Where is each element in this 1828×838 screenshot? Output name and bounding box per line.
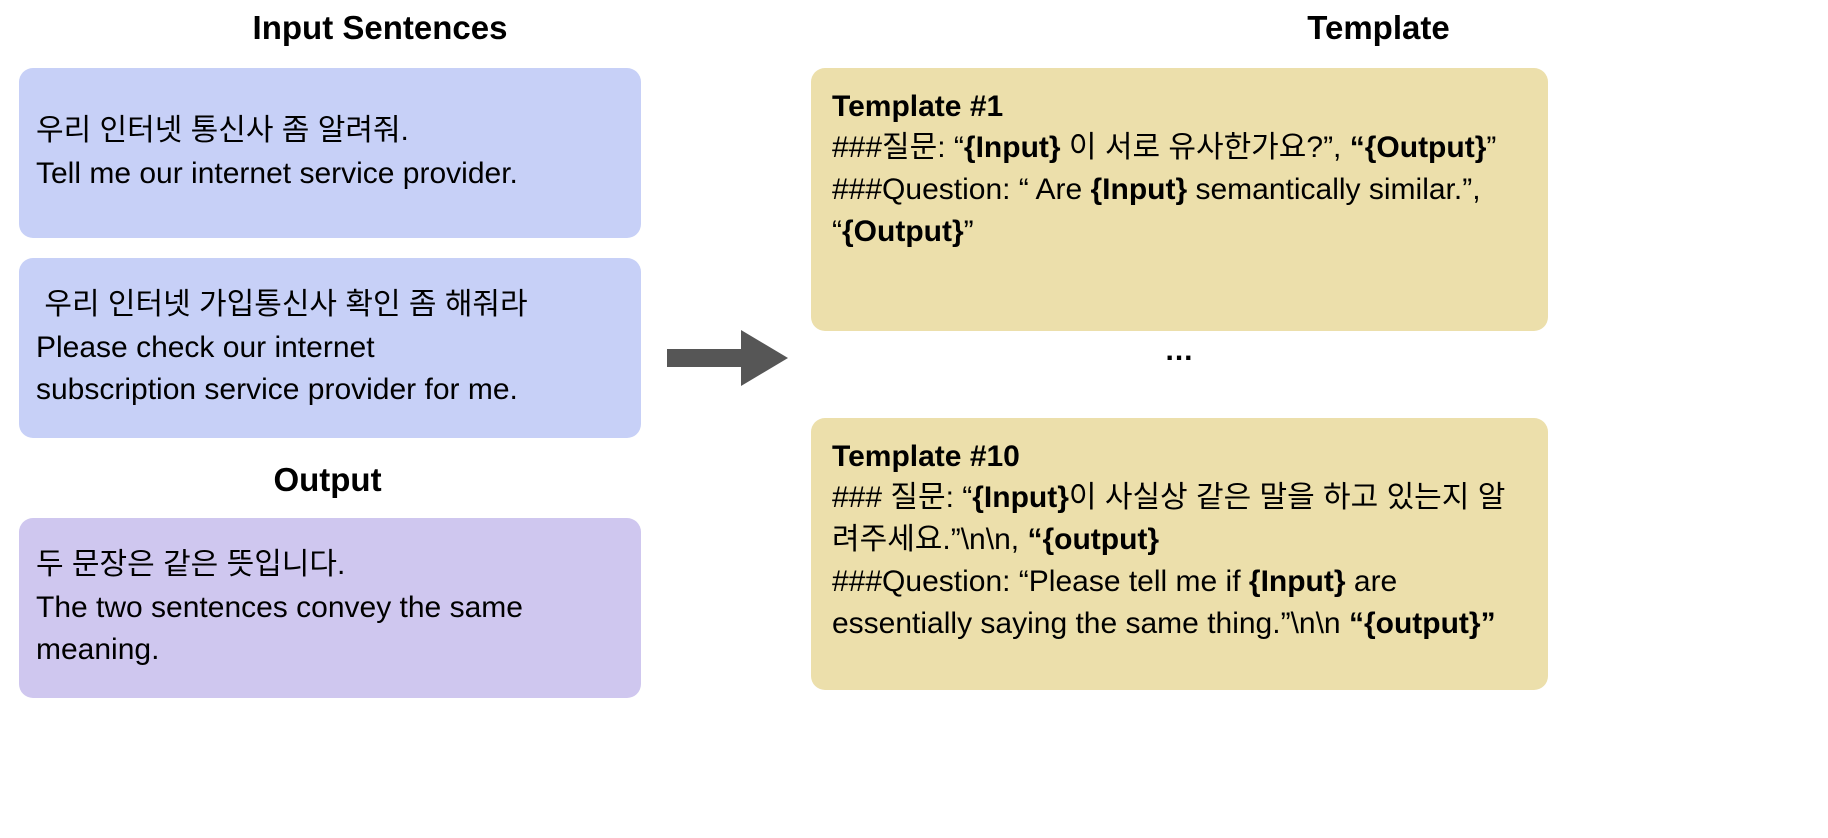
- input-sentence-card-2: 우리 인터넷 가입통신사 확인 좀 해줘라 Please check our i…: [19, 258, 641, 438]
- template-10-line-english: ###Question: “Please tell me if {Input} …: [832, 565, 1496, 641]
- template-10-line-korean: ### 질문: “{Input}이 사실상 같은 말을 하고 있는지 알려주세요…: [832, 481, 1506, 557]
- output-card: 두 문장은 같은 뜻입니다. The two sentences convey …: [19, 518, 641, 698]
- page-title-template: Template: [1307, 9, 1450, 46]
- ellipsis-separator: ...: [1165, 334, 1194, 367]
- page-title-output: Output: [273, 461, 382, 498]
- output-english: The two sentences convey the same meanin…: [36, 590, 523, 667]
- template-1-line-english: ###Question: “ Are {Input} semantically …: [832, 173, 1481, 249]
- input-sentence-1-english: Tell me our internet service provider.: [36, 157, 518, 190]
- template-10-title: Template #10: [832, 440, 1020, 473]
- page-title-input-sentences: Input Sentences: [252, 9, 508, 46]
- input-sentence-2-english: Please check our internet subscription s…: [36, 330, 518, 407]
- input-sentence-card-1: 우리 인터넷 통신사 좀 알려줘. Tell me our internet s…: [19, 68, 641, 238]
- template-card-10: Template #10 ### 질문: “{Input}이 사실상 같은 말을…: [811, 418, 1548, 690]
- template-1-line-korean: ###질문: “{Input} 이 서로 유사한가요?”, “{Output}”: [832, 131, 1497, 165]
- right-arrow-icon: [667, 330, 788, 386]
- output-korean: 두 문장은 같은 뜻입니다.: [36, 548, 346, 582]
- template-1-title: Template #1: [832, 90, 1004, 123]
- input-sentence-2-korean: 우리 인터넷 가입통신사 확인 좀 해줘라: [36, 288, 528, 322]
- template-card-1: Template #1 ###질문: “{Input} 이 서로 유사한가요?”…: [811, 68, 1548, 331]
- input-sentence-1-korean: 우리 인터넷 통신사 좀 알려줘.: [36, 114, 409, 148]
